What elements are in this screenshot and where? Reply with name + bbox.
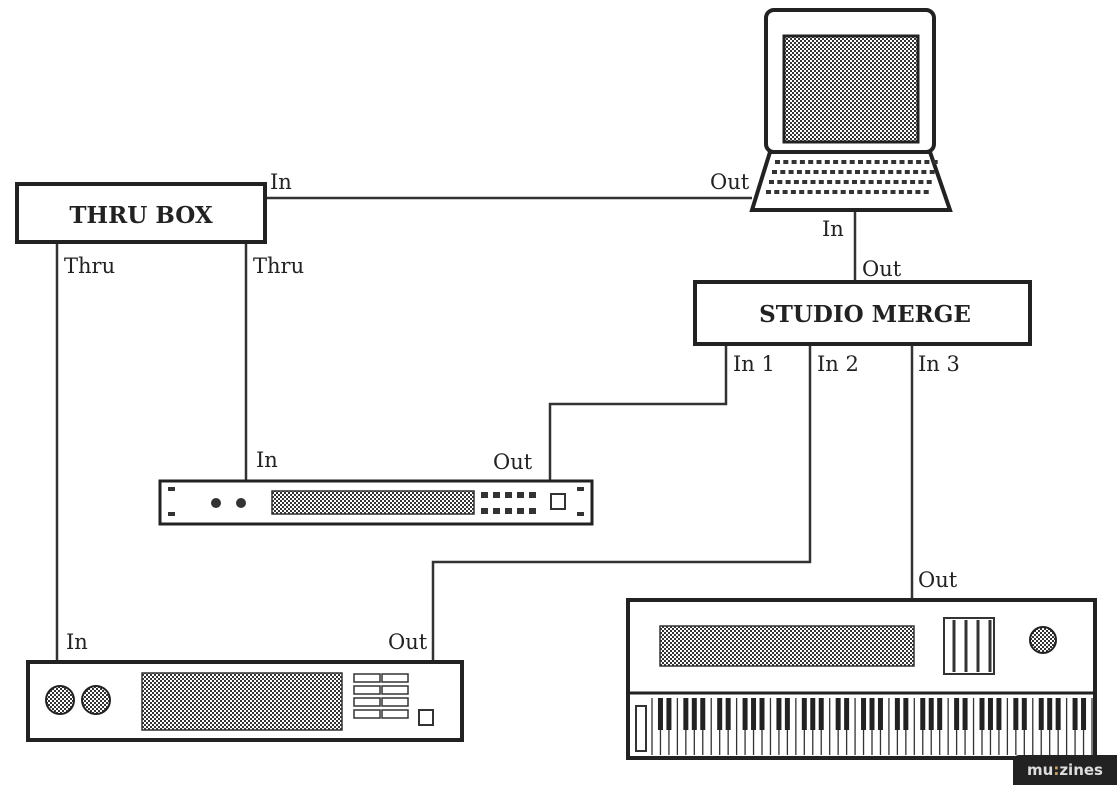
thru-box: THRU BOX bbox=[15, 182, 267, 244]
thru-box-in-label: In bbox=[270, 170, 292, 194]
rack1-out-label: Out bbox=[493, 450, 533, 474]
studio-merge-box: STUDIO MERGE bbox=[693, 280, 1032, 346]
cable-in2 bbox=[431, 344, 812, 662]
muzines-logo: mu:zines bbox=[1013, 755, 1117, 785]
merge-in3-label: In 3 bbox=[918, 352, 960, 376]
thru-right-label: Thru bbox=[253, 254, 304, 278]
synth-out-label: Out bbox=[918, 568, 958, 592]
synthesizer-keyboard-icon bbox=[626, 598, 1097, 760]
rack-unit-2-icon bbox=[26, 660, 464, 742]
thru-left-label: Thru bbox=[64, 254, 115, 278]
cable-in1 bbox=[548, 344, 728, 480]
cables bbox=[55, 196, 914, 662]
thru-box-label: THRU BOX bbox=[69, 202, 213, 229]
computer-out-label: Out bbox=[710, 170, 750, 194]
rack2-in-label: In bbox=[66, 630, 88, 654]
rack1-in-label: In bbox=[256, 448, 278, 472]
rack2-out-label: Out bbox=[388, 630, 428, 654]
rack-unit-1-icon bbox=[158, 479, 594, 526]
merge-in2-label: In 2 bbox=[817, 352, 859, 376]
studio-merge-label: STUDIO MERGE bbox=[759, 301, 971, 328]
computer-icon bbox=[749, 8, 953, 212]
computer-in-label: In bbox=[822, 217, 844, 241]
merge-in1-label: In 1 bbox=[733, 352, 775, 376]
merge-out-label: Out bbox=[862, 257, 902, 281]
port-labels: In Out In Out Thru Thru In 1 In 2 In 3 I… bbox=[64, 170, 960, 654]
